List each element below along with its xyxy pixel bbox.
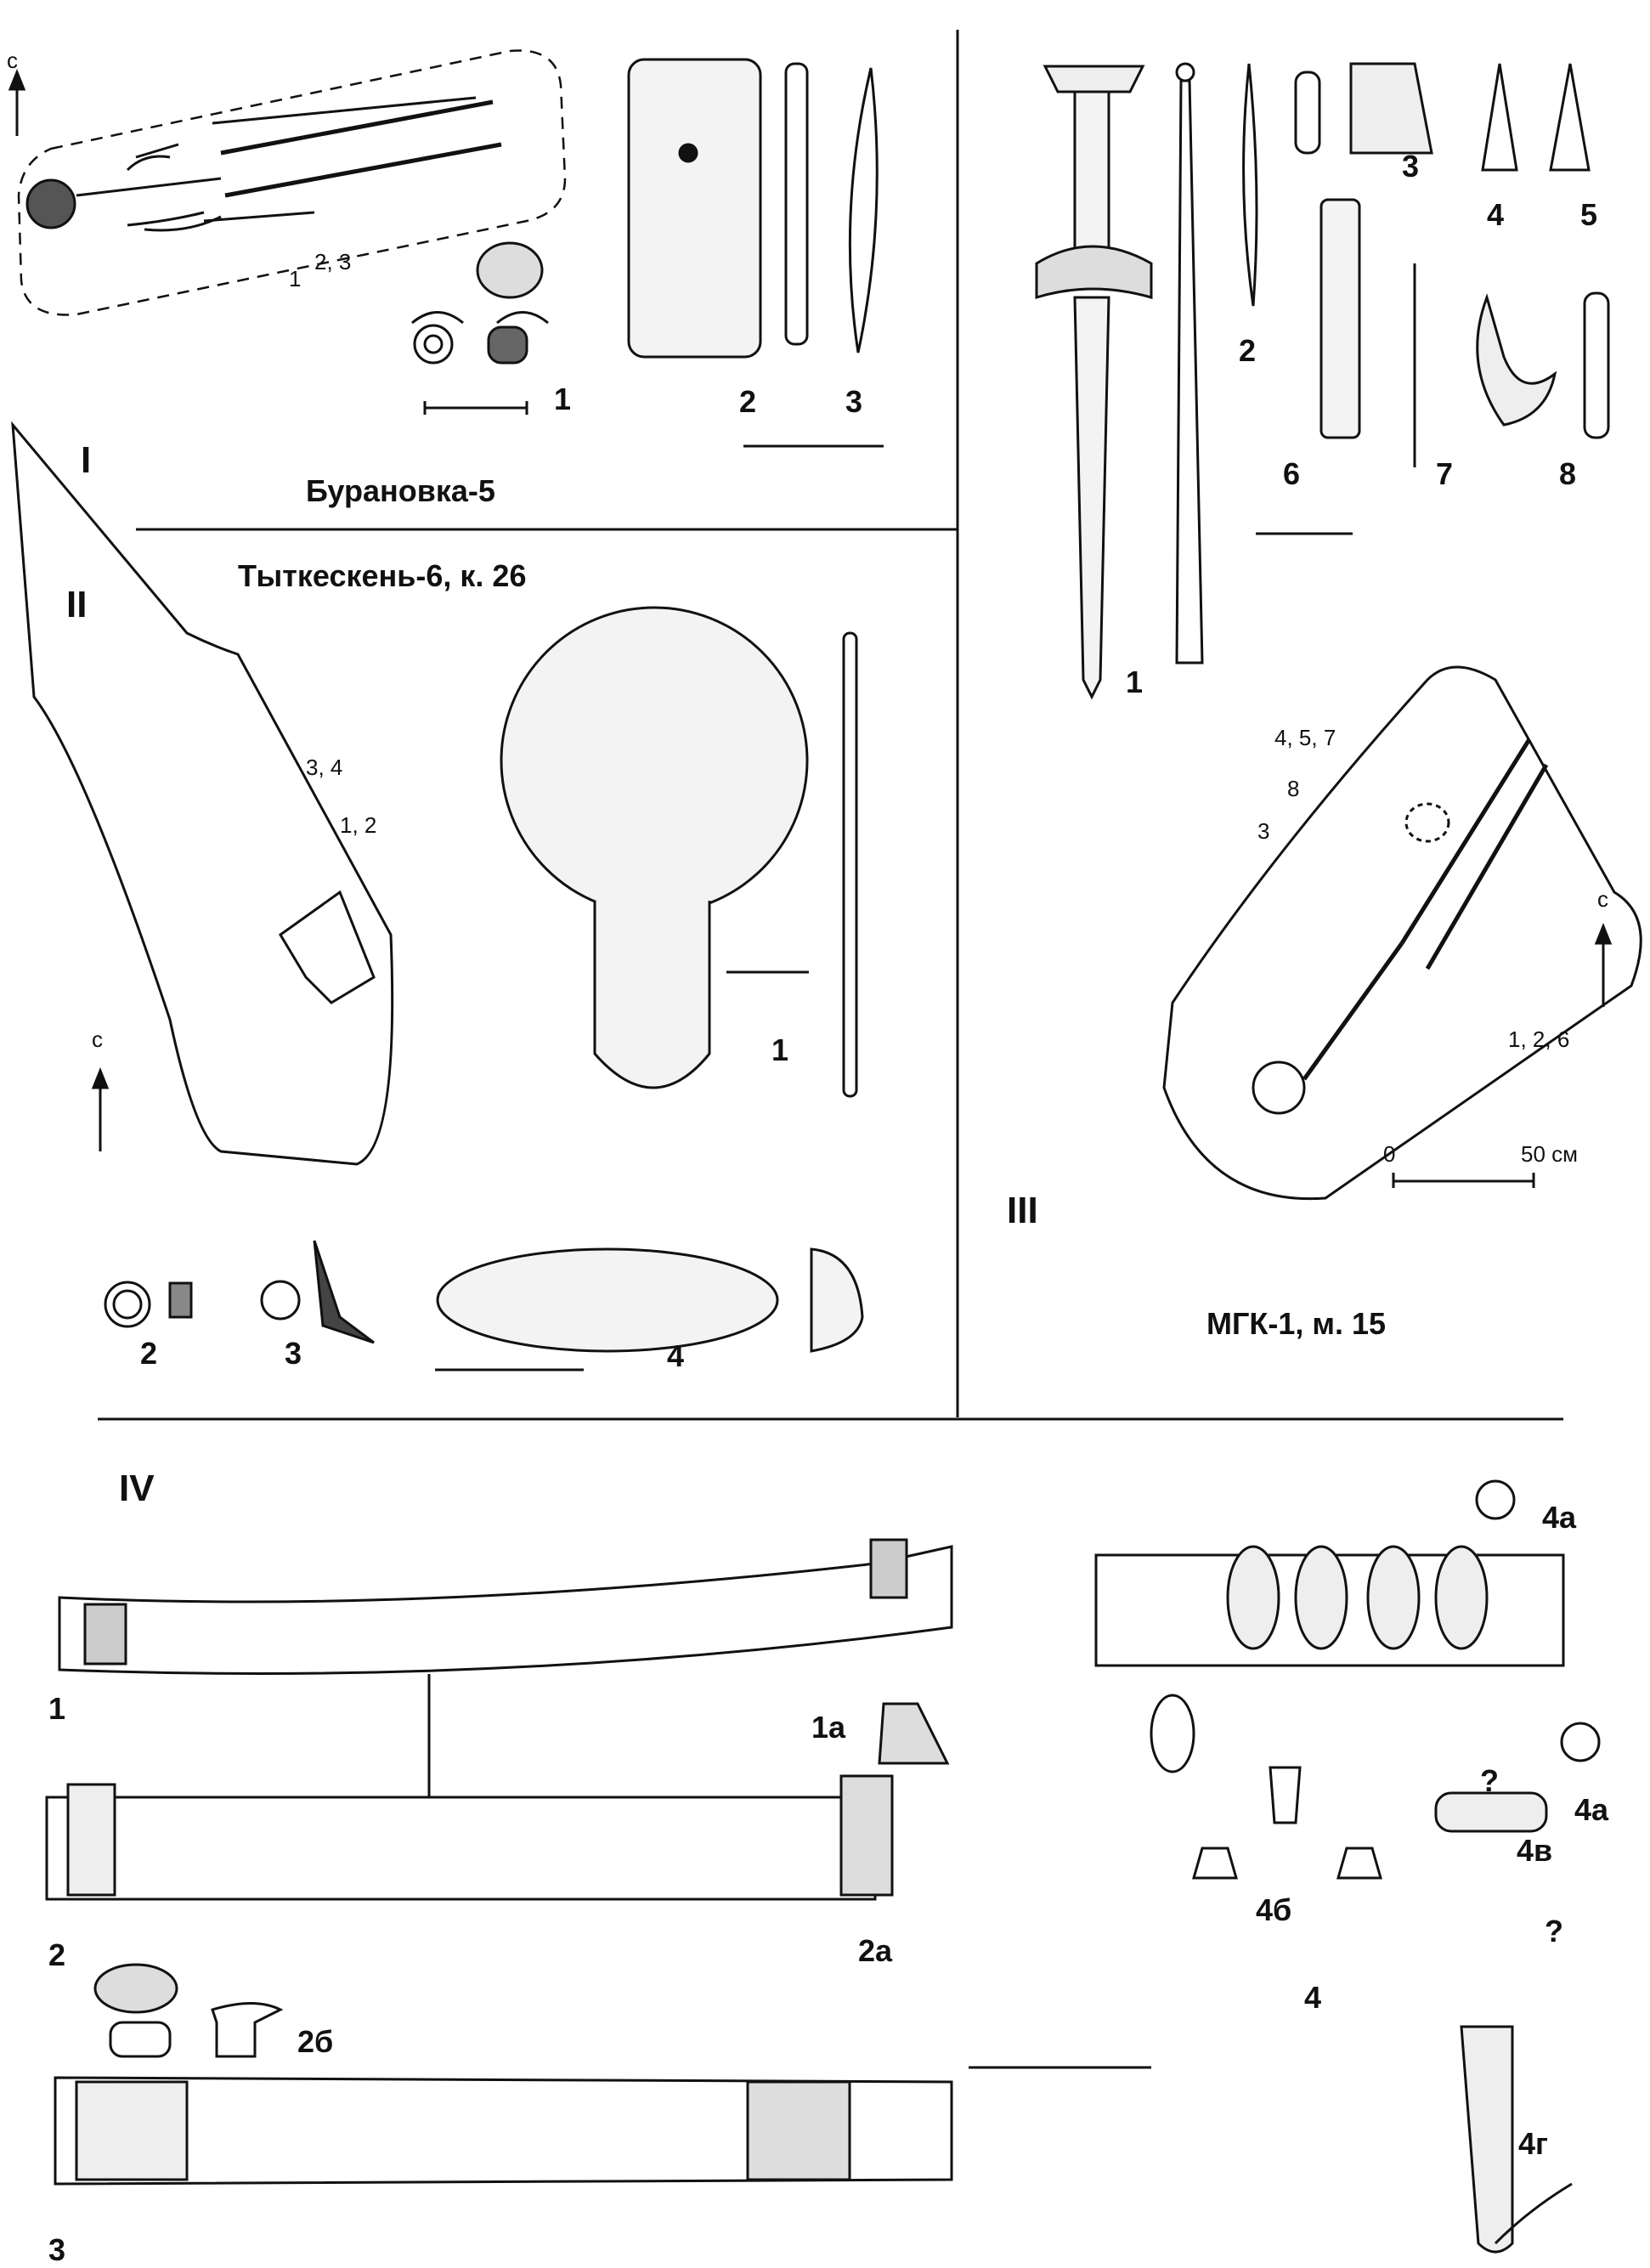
item-label-iii-7: 7 (1436, 456, 1454, 491)
grave-label-iii-4: 1, 2, 6 (1508, 1027, 1570, 1052)
item-label-ii-3: 3 (285, 1336, 302, 1371)
section-ii-numeral: II (66, 584, 88, 625)
grave-label-iii-1: 4, 5, 7 (1274, 725, 1336, 750)
belt-label-4a-right: 4а (1574, 1792, 1609, 1827)
item-label-iii-4: 4 (1487, 197, 1505, 232)
item-label-iii-2: 2 (1239, 333, 1257, 368)
north-label-iii: с (1597, 886, 1608, 912)
belt-label-4g: 4г (1518, 2126, 1549, 2161)
item-label-ii-2: 2 (140, 1336, 158, 1371)
scale-start-label: 0 (1383, 1141, 1396, 1167)
grave-label-iii-3: 3 (1257, 818, 1270, 844)
belt-label-2a: 2а (858, 1933, 893, 1968)
item-label-ii-4: 4 (667, 1338, 685, 1373)
item-label-iii-6: 6 (1283, 456, 1301, 491)
section-iii-drawings (1035, 62, 1642, 1201)
belt-label-4v: 4в (1517, 1833, 1553, 1868)
grave-label-iii-2: 8 (1287, 776, 1300, 801)
section-iii-site-title: МГК-1, м. 15 (1206, 1306, 1387, 1341)
belt-label-2b: 2б (297, 2024, 334, 2059)
item-label-iii-1: 1 (1126, 665, 1144, 699)
item-label-iii-8: 8 (1559, 456, 1577, 491)
scale-end-label: 50 см (1521, 1141, 1579, 1167)
belt-label-4: 4 (1304, 1980, 1322, 2015)
grave-label-i-1: 1 (289, 266, 302, 291)
section-iii-numeral: III (1007, 1190, 1038, 1231)
section-iv-numeral: IV (119, 1468, 155, 1509)
belt-label-3: 3 (48, 2232, 66, 2267)
item-label-ii-1: 1 (771, 1032, 789, 1067)
grave-label-i-2: 2, 3 (314, 249, 352, 274)
section-i-drawings (8, 49, 884, 448)
north-label-ii: с (92, 1027, 103, 1052)
section-i-site-title: Бурановка-5 (306, 473, 495, 508)
question-mark-2: ? (1545, 1914, 1563, 1948)
item-label-iii-5: 5 (1580, 197, 1598, 232)
question-mark-1: ? (1480, 1763, 1499, 1798)
section-iv-drawings (45, 1479, 1601, 2254)
grave-label-ii-1: 3, 4 (306, 755, 343, 780)
item-label-i-1: 1 (554, 382, 572, 416)
grave-label-ii-2: 1, 2 (340, 812, 377, 838)
section-ii-site-title: Тыткескень-6, к. 26 (238, 558, 527, 593)
section-i-numeral: I (81, 439, 92, 481)
belt-label-4a-top: 4а (1542, 1500, 1577, 1535)
item-label-i-3: 3 (845, 384, 863, 419)
belt-label-2: 2 (48, 1937, 66, 1972)
item-label-iii-3: 3 (1402, 149, 1420, 184)
north-label-i: с (7, 48, 18, 73)
belt-label-4b: 4б (1256, 1892, 1292, 1927)
item-label-i-2: 2 (739, 384, 757, 419)
belt-label-1: 1 (48, 1691, 66, 1726)
belt-label-1a: 1а (811, 1710, 846, 1745)
section-ii-drawings (11, 421, 864, 1372)
